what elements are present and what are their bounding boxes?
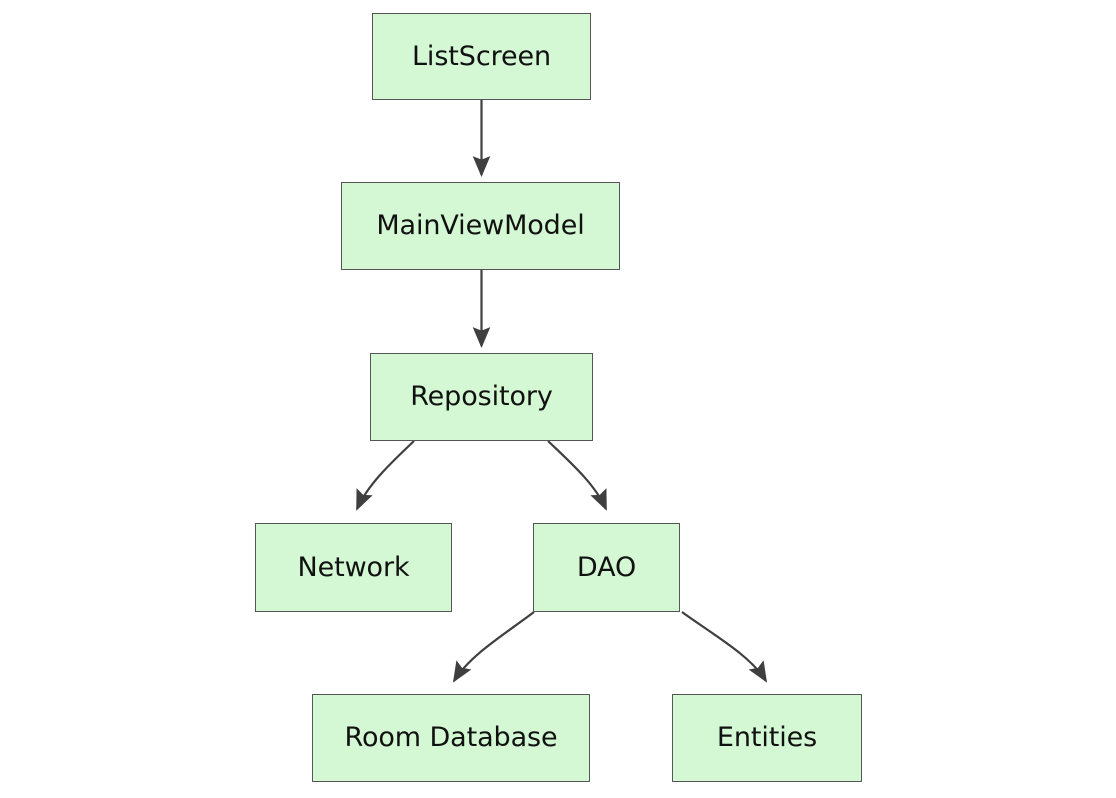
node-repository[interactable]: Repository: [370, 353, 593, 441]
node-label-dao: DAO: [576, 551, 637, 583]
edge-repository-to-network: [355, 440, 415, 511]
edge-dao-to-roomdatabase: [452, 611, 535, 683]
node-entities[interactable]: Entities: [672, 694, 862, 782]
node-label-room-database: Room Database: [344, 722, 558, 754]
node-label-listscreen: ListScreen: [411, 40, 552, 72]
node-room-database[interactable]: Room Database: [312, 694, 590, 782]
node-dao[interactable]: DAO: [533, 523, 680, 612]
node-label-network: Network: [297, 551, 410, 583]
node-label-entities: Entities: [716, 722, 818, 754]
node-network[interactable]: Network: [255, 523, 452, 612]
edge-dao-to-entities: [681, 611, 768, 683]
node-listscreen[interactable]: ListScreen: [372, 13, 591, 100]
node-label-mainviewmodel: MainViewModel: [376, 210, 585, 242]
node-label-repository: Repository: [410, 381, 553, 413]
edge-repository-to-dao: [547, 440, 608, 511]
node-mainviewmodel[interactable]: MainViewModel: [341, 182, 620, 270]
